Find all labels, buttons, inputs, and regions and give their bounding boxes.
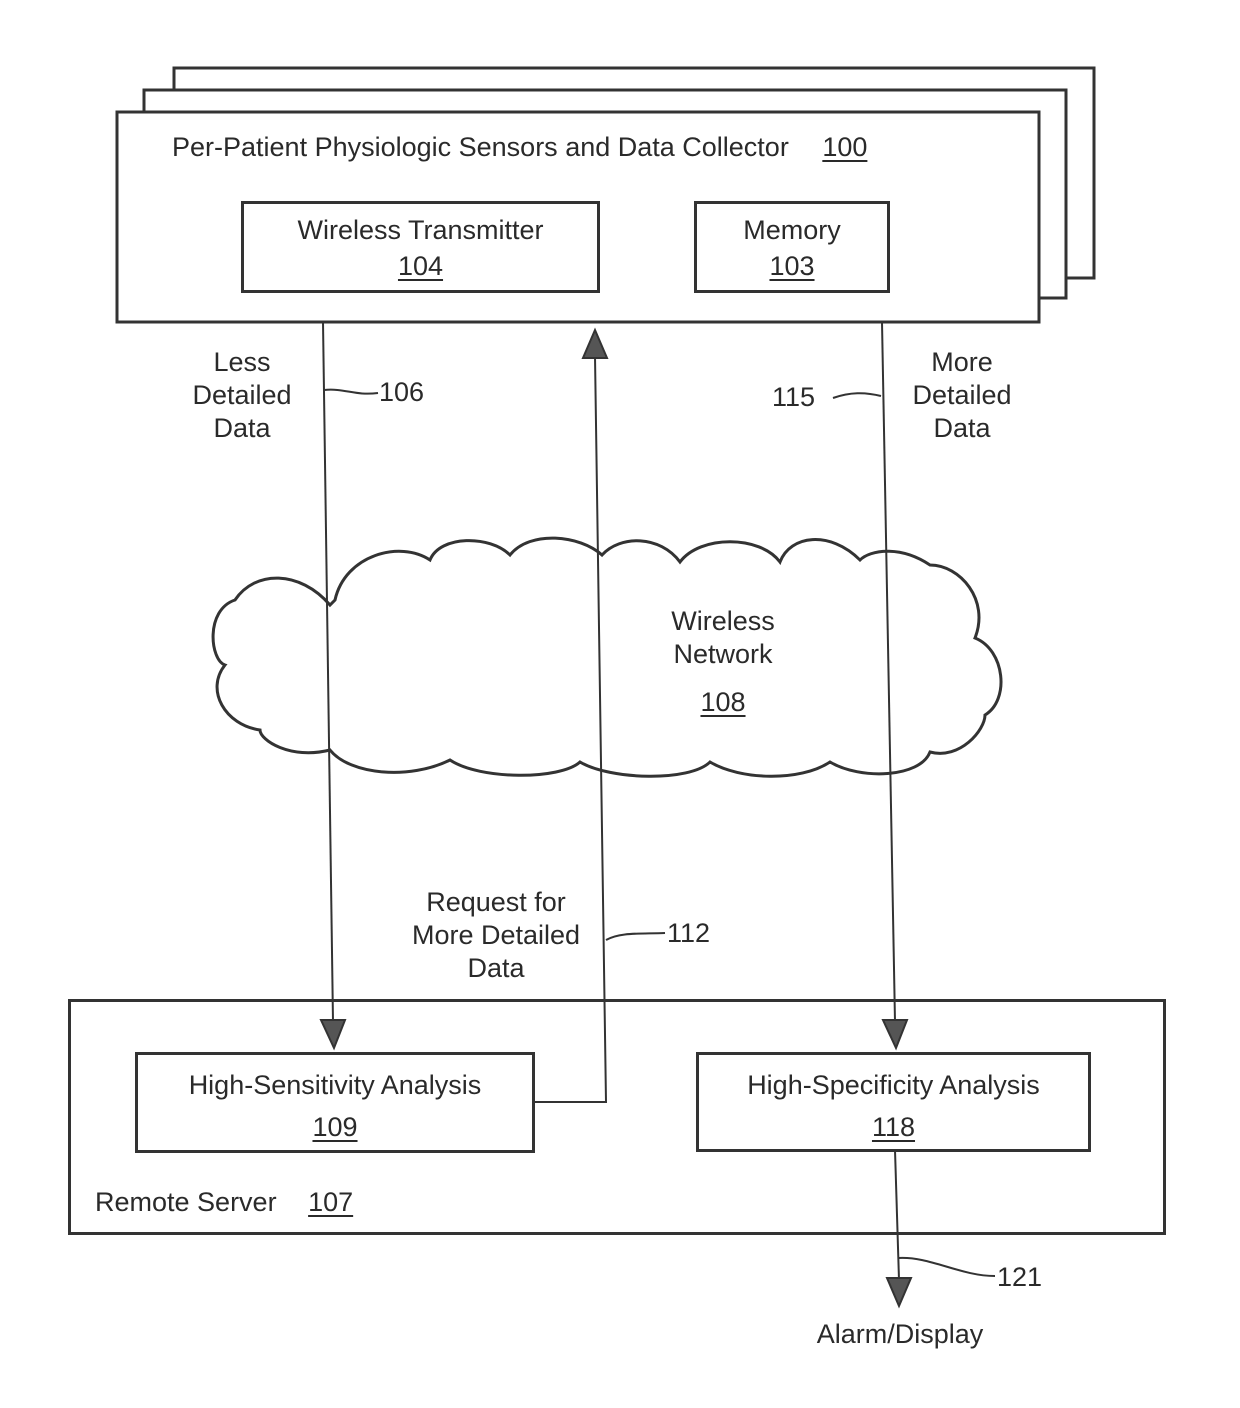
less-detailed-line-3: Data	[172, 412, 312, 445]
high-sensitivity-box: High-Sensitivity Analysis 109	[135, 1052, 535, 1153]
request-arrowhead	[583, 330, 607, 358]
network-line-1: Wireless	[643, 605, 803, 638]
network-line-2: Network	[643, 638, 803, 671]
request-line-3: Data	[390, 952, 602, 985]
collector-title-text: Per-Patient Physiologic Sensors and Data…	[172, 132, 789, 162]
more-detailed-line-1: More	[892, 346, 1032, 379]
high-specificity-ref: 118	[699, 1111, 1088, 1144]
wireless-transmitter-box: Wireless Transmitter 104	[241, 201, 600, 293]
wireless-network-label: Wireless Network	[643, 605, 803, 671]
less-detailed-line-2: Detailed	[172, 379, 312, 412]
network-ref: 108	[643, 686, 803, 719]
alarm-display-label: Alarm/Display	[800, 1318, 1000, 1351]
memory-ref: 103	[697, 250, 887, 283]
remote-server-ref: 107	[308, 1187, 353, 1217]
leader-106	[324, 390, 378, 394]
remote-server-label: Remote Server	[95, 1187, 277, 1217]
remote-server-title: Remote Server 107	[95, 1186, 353, 1219]
less-detailed-line-1: Less	[172, 346, 312, 379]
more-detailed-data-label: More Detailed Data	[892, 346, 1032, 445]
request-line-2: More Detailed	[390, 919, 602, 952]
output-arrowhead	[887, 1278, 911, 1306]
ref-112: 112	[667, 917, 710, 950]
less-detailed-data-label: Less Detailed Data	[172, 346, 312, 445]
leader-121	[898, 1258, 995, 1276]
collector-title: Per-Patient Physiologic Sensors and Data…	[172, 131, 867, 164]
high-sensitivity-ref: 109	[138, 1111, 532, 1144]
ref-106: 106	[379, 376, 424, 409]
memory-label: Memory	[697, 214, 887, 247]
wireless-network-cloud	[213, 538, 1001, 776]
wireless-transmitter-ref: 104	[244, 250, 597, 283]
leader-115	[833, 393, 881, 398]
high-sensitivity-label: High-Sensitivity Analysis	[138, 1069, 532, 1102]
ref-115: 115	[772, 381, 815, 414]
collector-ref: 100	[822, 132, 867, 162]
request-line-1: Request for	[390, 886, 602, 919]
high-specificity-box: High-Specificity Analysis 118	[696, 1052, 1091, 1152]
wireless-transmitter-label: Wireless Transmitter	[244, 214, 597, 247]
memory-box: Memory 103	[694, 201, 890, 293]
more-detailed-line-3: Data	[892, 412, 1032, 445]
more-detailed-line-2: Detailed	[892, 379, 1032, 412]
request-label: Request for More Detailed Data	[390, 886, 602, 985]
leader-112	[606, 933, 665, 940]
high-specificity-label: High-Specificity Analysis	[699, 1069, 1088, 1102]
ref-121: 121	[997, 1261, 1042, 1294]
